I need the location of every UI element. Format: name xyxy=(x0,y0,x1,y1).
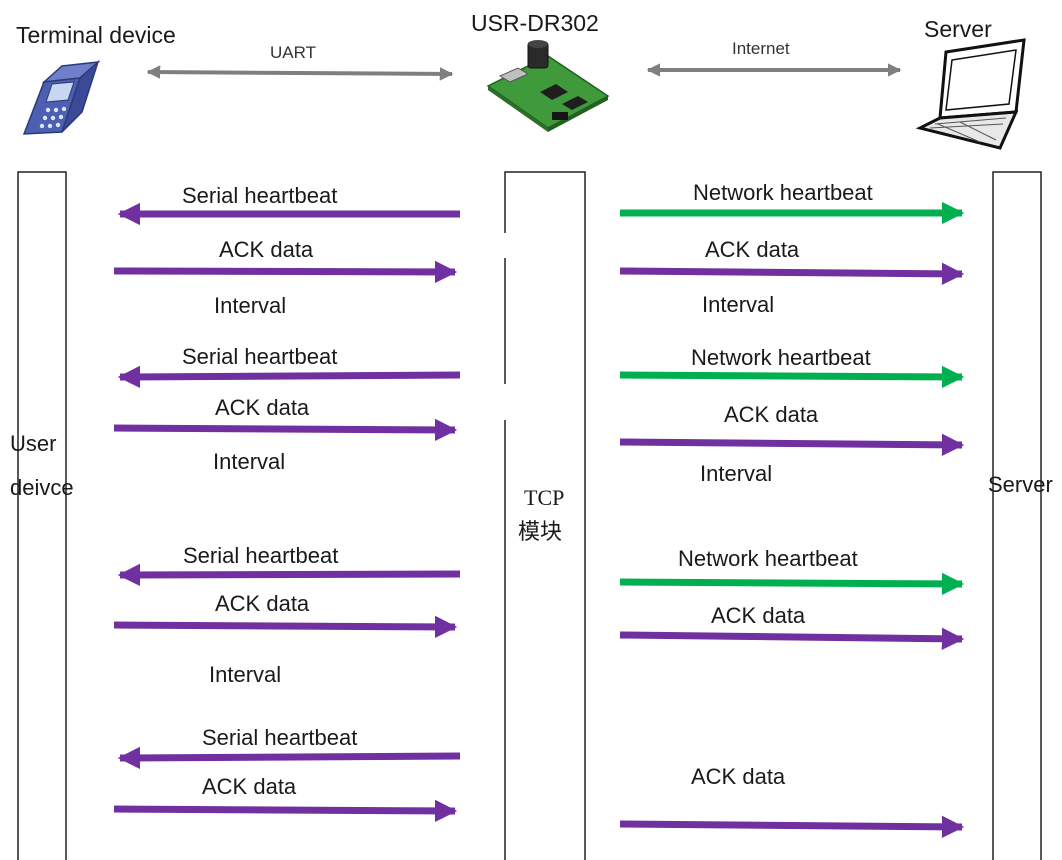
ack-arrow-right-2 xyxy=(619,433,965,457)
uart-label: UART xyxy=(270,43,316,62)
ack-arrow-left-1 xyxy=(113,260,458,284)
serial-heartbeat-arrow-3 xyxy=(117,563,461,587)
serial-heartbeat-label-1: Serial heartbeat xyxy=(182,183,338,208)
internet-label: Internet xyxy=(732,39,790,58)
terminal-device-title: Terminal device xyxy=(16,22,176,48)
circuit-board-icon xyxy=(486,40,610,132)
server-title: Server xyxy=(924,16,992,42)
uart-link-arrow xyxy=(146,65,454,81)
ack-label-left-4: ACK data xyxy=(202,774,297,799)
ack-arrow-left-3 xyxy=(113,615,458,639)
user-device-label-line2: deivce xyxy=(10,475,74,500)
tcp-module-label-line2: 模块 xyxy=(518,519,563,544)
serial-heartbeat-label-2: Serial heartbeat xyxy=(182,344,338,369)
serial-heartbeat-arrow-2 xyxy=(117,365,461,389)
ack-label-right-3: ACK data xyxy=(711,603,806,628)
serial-heartbeat-label-3: Serial heartbeat xyxy=(183,543,339,568)
network-heartbeat-arrow-2 xyxy=(619,365,965,389)
ack-arrow-left-4 xyxy=(113,799,458,823)
tcp-module-label-line1: TCP xyxy=(524,485,565,510)
network-heartbeat-arrow-3 xyxy=(619,572,965,596)
interval-label-right-1: Interval xyxy=(702,292,775,317)
network-heartbeat-label-2: Network heartbeat xyxy=(691,345,871,370)
interval-label-left-2: Interval xyxy=(213,449,286,474)
tcp-module-lifeline xyxy=(504,171,586,860)
ack-arrow-right-4 xyxy=(619,815,965,839)
interval-label-right-2: Interval xyxy=(700,461,773,486)
interval-label-left-3: Interval xyxy=(209,662,282,687)
ack-label-right-2: ACK data xyxy=(724,402,819,427)
server-lifeline xyxy=(992,171,1042,860)
network-heartbeat-label-3: Network heartbeat xyxy=(678,546,858,571)
ack-arrow-right-3 xyxy=(619,627,965,650)
laptop-icon xyxy=(915,38,1026,150)
ack-label-left-3: ACK data xyxy=(215,591,310,616)
serial-heartbeat-label-4: Serial heartbeat xyxy=(202,725,358,750)
ack-arrow-left-2 xyxy=(113,418,458,442)
ack-label-left-1: ACK data xyxy=(219,237,314,262)
ack-label-left-2: ACK data xyxy=(215,395,310,420)
user-device-label-line1: User xyxy=(10,431,57,456)
serial-heartbeat-arrow-4 xyxy=(117,746,461,770)
network-heartbeat-label-1: Network heartbeat xyxy=(693,180,873,205)
server-lane-label: Server xyxy=(988,472,1053,497)
module-title: USR-DR302 xyxy=(471,10,599,36)
interval-label-left-1: Interval xyxy=(214,293,287,318)
user-device-lifeline xyxy=(17,171,67,860)
ack-label-right-4: ACK data xyxy=(691,764,786,789)
handheld-terminal-icon xyxy=(22,59,101,135)
ack-arrow-right-1 xyxy=(619,262,965,286)
ack-label-right-1: ACK data xyxy=(705,237,800,262)
